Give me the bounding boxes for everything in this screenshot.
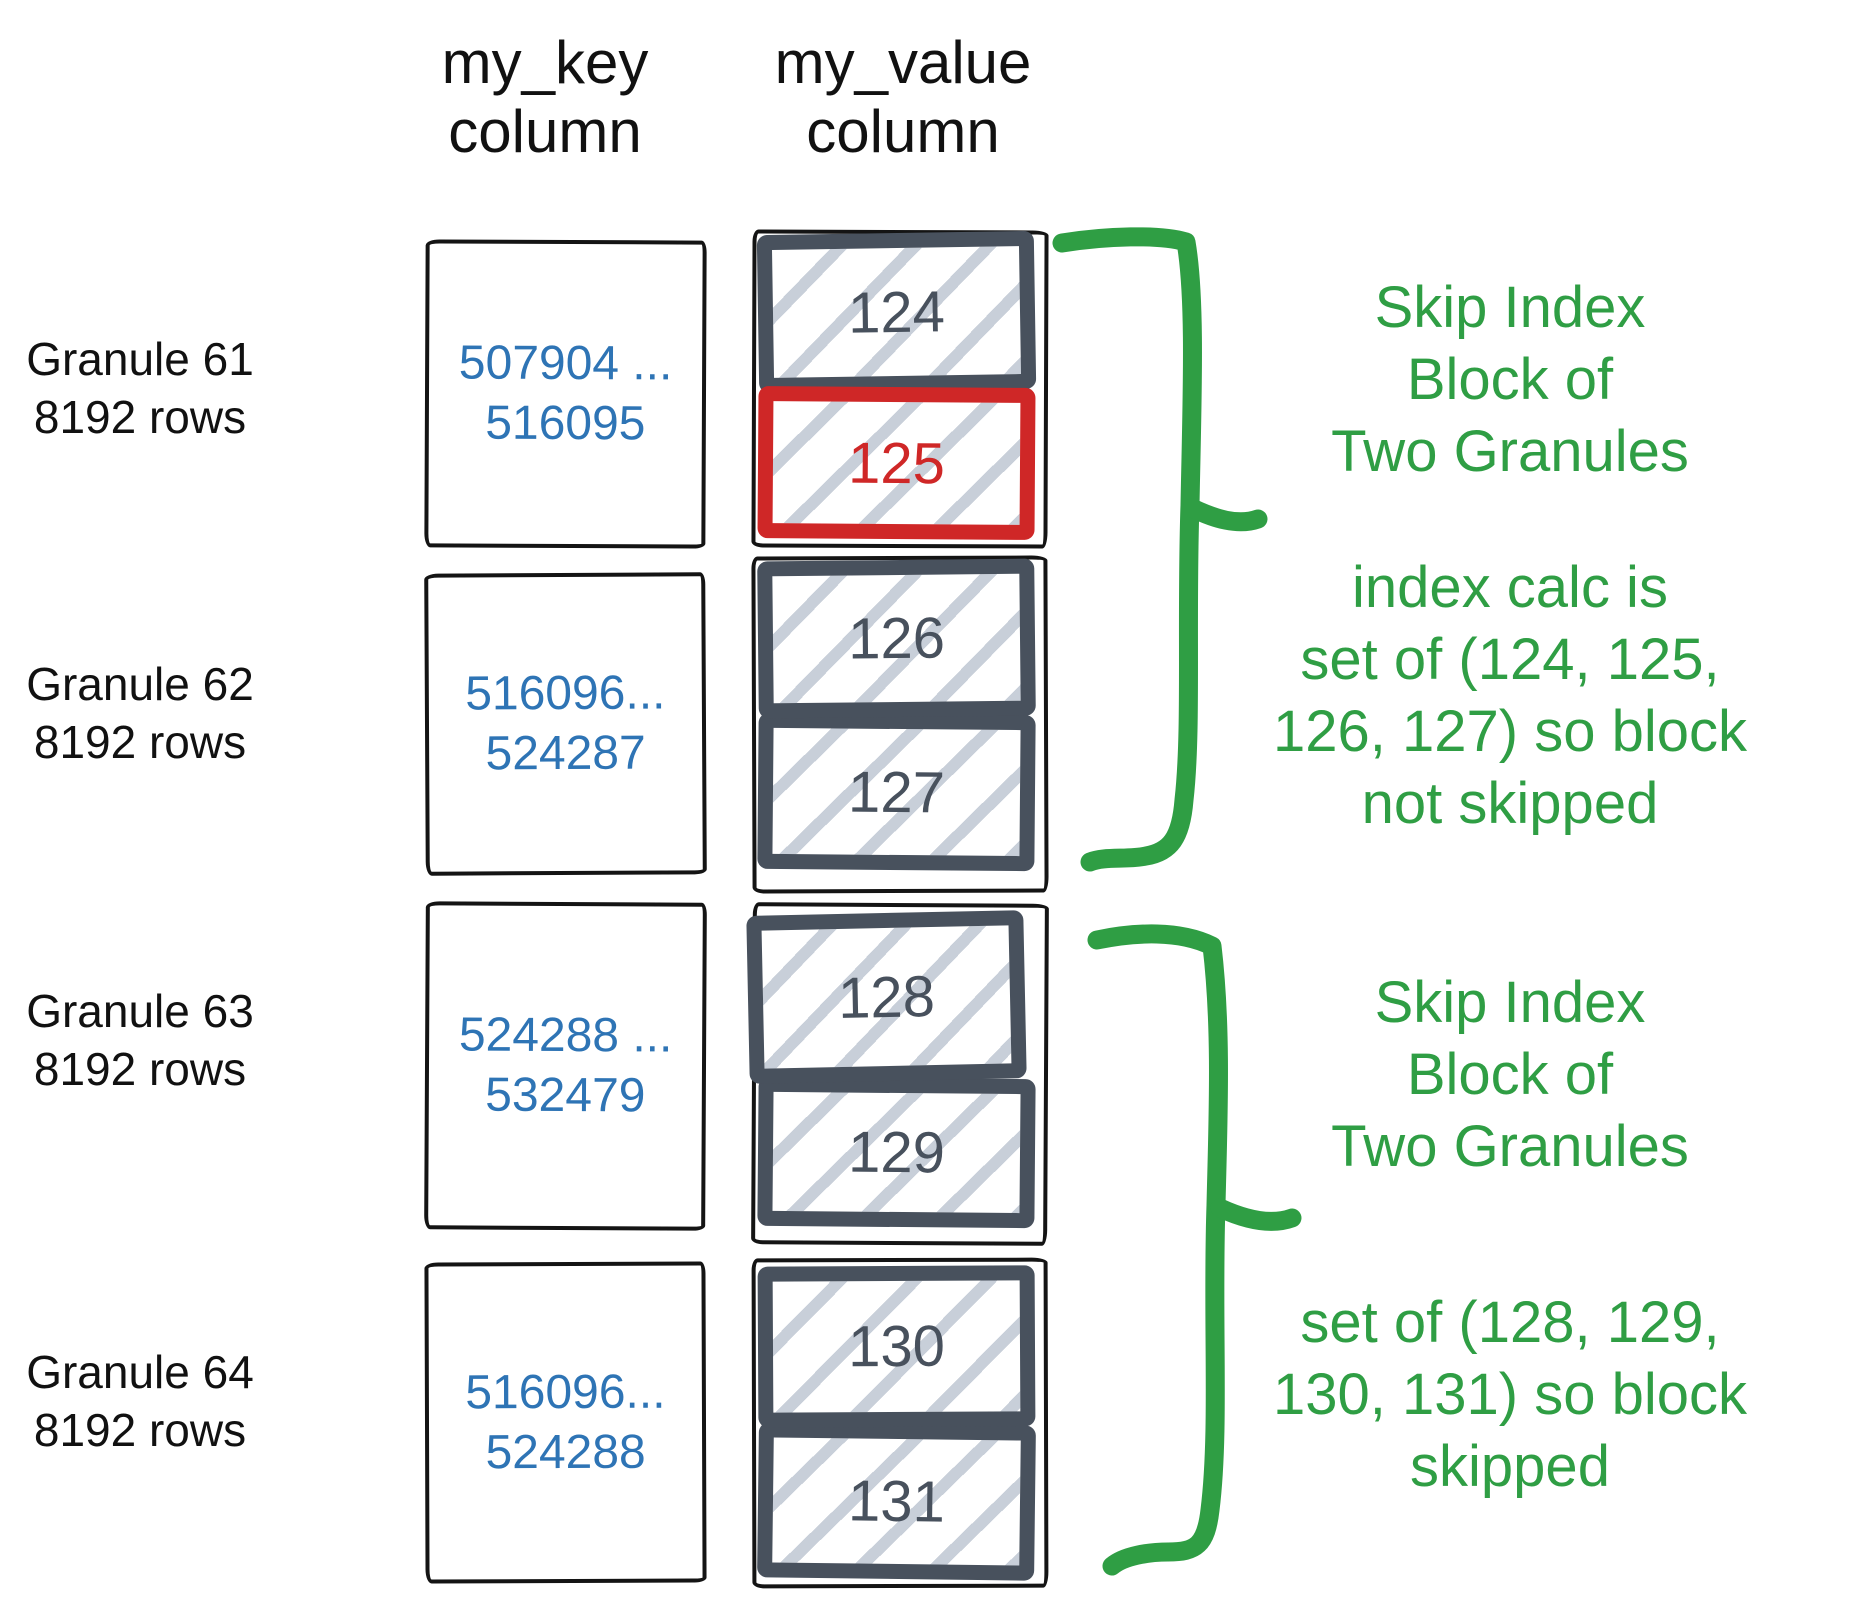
granule-64-key-min: 516096... bbox=[465, 1365, 666, 1419]
annotation-line: Two Granules bbox=[1331, 419, 1689, 484]
key-column-header-line1: my_key bbox=[441, 29, 649, 96]
value-column-header: my_value column bbox=[743, 28, 1063, 166]
value-column-header-line1: my_value bbox=[774, 29, 1032, 96]
granule-61-key-max: 516095 bbox=[485, 396, 646, 451]
value-column-header-line2: column bbox=[806, 98, 1000, 165]
granule-63-key-range-box: 524288 ... 532479 bbox=[424, 901, 707, 1231]
granule-64-key-max: 524288 bbox=[485, 1425, 646, 1479]
value-block-131-label: 131 bbox=[847, 1468, 946, 1535]
granule-63-key-min: 524288 ... bbox=[458, 1008, 673, 1063]
value-block-124: 124 bbox=[756, 230, 1037, 394]
key-column-header-line2: column bbox=[448, 98, 642, 165]
value-block-127: 127 bbox=[757, 712, 1036, 872]
annotation-line: 126, 127) so block bbox=[1273, 699, 1747, 764]
granule-63-label: Granule 63 8192 rows bbox=[10, 982, 270, 1098]
annotation-line: 130, 131) so block bbox=[1273, 1362, 1747, 1427]
annotation-line: Block of bbox=[1406, 1042, 1614, 1107]
granule-62-rowcount: 8192 rows bbox=[33, 716, 247, 768]
key-column-header: my_key column bbox=[385, 28, 705, 166]
granule-64-name: Granule 64 bbox=[26, 1346, 254, 1398]
brace-block1-middle-tick bbox=[1182, 498, 1268, 532]
value-block-129: 129 bbox=[757, 1076, 1036, 1229]
value-block-127-label: 127 bbox=[847, 759, 946, 825]
annotation-line: Skip Index bbox=[1374, 970, 1646, 1035]
granule-64-label: Granule 64 8192 rows bbox=[10, 1343, 270, 1459]
annotation-line: set of (124, 125, bbox=[1300, 627, 1720, 692]
annotation-block2-result: set of (128, 129, 130, 131) so block ski… bbox=[1160, 1287, 1859, 1503]
annotation-block2-title: Skip Index Block of Two Granules bbox=[1160, 967, 1859, 1183]
value-block-125-label: 125 bbox=[847, 430, 946, 496]
granule-62-label: Granule 62 8192 rows bbox=[10, 655, 270, 771]
value-block-126: 126 bbox=[757, 558, 1036, 719]
annotation-line: index calc is bbox=[1352, 555, 1668, 620]
annotation-block1-title: Skip Index Block of Two Granules bbox=[1160, 272, 1859, 488]
value-block-126-label: 126 bbox=[847, 605, 946, 672]
granule-61-rowcount: 8192 rows bbox=[33, 391, 247, 443]
value-block-130: 130 bbox=[757, 1265, 1036, 1428]
granule-63-rowcount: 8192 rows bbox=[33, 1043, 247, 1095]
granule-62-key-max: 524287 bbox=[485, 726, 646, 781]
annotation-line: set of (128, 129, bbox=[1300, 1290, 1720, 1355]
value-block-125-highlighted: 125 bbox=[757, 386, 1036, 540]
value-block-130-label: 130 bbox=[847, 1313, 946, 1380]
granule-61-label: Granule 61 8192 rows bbox=[10, 330, 270, 446]
annotation-line: Skip Index bbox=[1374, 275, 1646, 340]
value-block-129-label: 129 bbox=[847, 1119, 946, 1186]
granule-61-key-min: 507904 ... bbox=[458, 336, 673, 391]
brace-block2-middle-tick bbox=[1210, 1198, 1302, 1231]
granule-62-key-range-box: 516096... 524287 bbox=[424, 572, 707, 876]
annotation-line: Block of bbox=[1406, 347, 1614, 412]
granule-61-name: Granule 61 bbox=[26, 333, 254, 385]
value-block-128: 128 bbox=[746, 910, 1027, 1084]
granule-61-key-range-box: 507904 ... 516095 bbox=[424, 239, 707, 549]
granule-62-name: Granule 62 bbox=[26, 658, 254, 710]
annotation-block1-result: index calc is set of (124, 125, 126, 127… bbox=[1160, 552, 1859, 840]
annotation-line: Two Granules bbox=[1331, 1114, 1689, 1179]
annotation-line: not skipped bbox=[1361, 771, 1659, 836]
granule-63-key-max: 532479 bbox=[485, 1068, 646, 1123]
granule-63-name: Granule 63 bbox=[26, 985, 254, 1037]
value-block-131: 131 bbox=[757, 1422, 1036, 1581]
value-block-124-label: 124 bbox=[847, 278, 946, 346]
annotation-line: skipped bbox=[1410, 1434, 1610, 1499]
granule-64-rowcount: 8192 rows bbox=[33, 1404, 247, 1456]
value-block-128-label: 128 bbox=[837, 963, 936, 1031]
granule-64-key-range-box: 516096... 524288 bbox=[424, 1261, 707, 1584]
granule-62-key-min: 516096... bbox=[465, 666, 666, 721]
